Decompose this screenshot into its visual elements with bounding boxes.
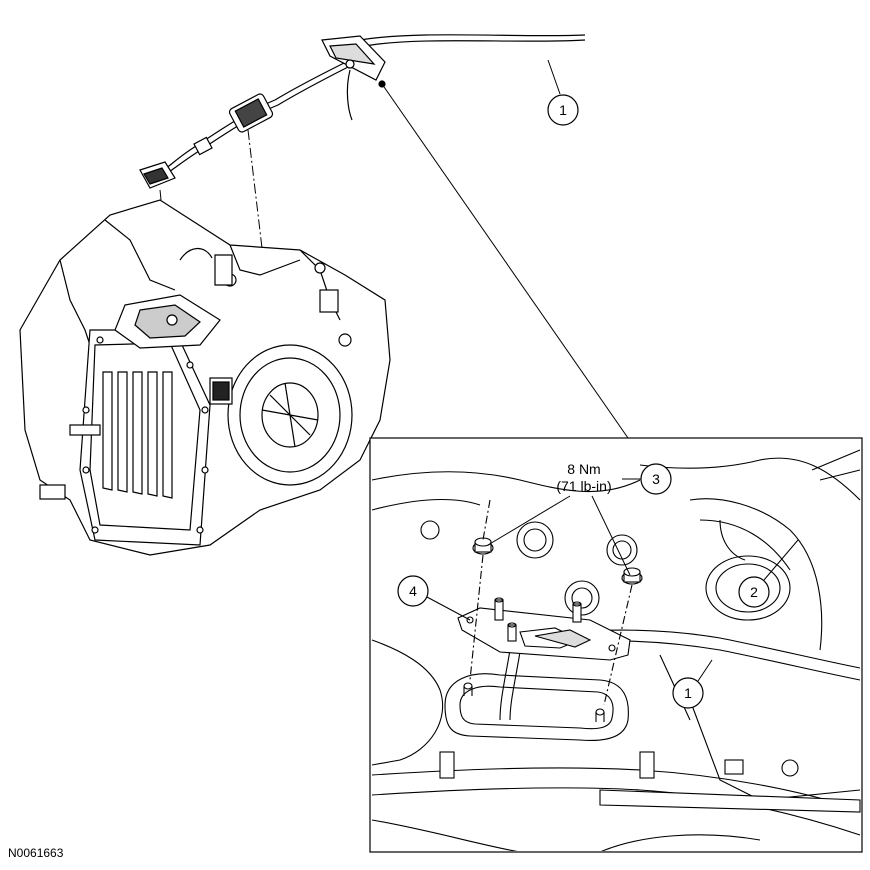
callout-2: 2 (738, 539, 799, 608)
torque-line-2: (71 lb-in) (556, 478, 611, 494)
callout-2-label: 2 (750, 584, 758, 600)
detail-view: 8 Nm (71 lb-in) 3 4 2 1 (369, 437, 863, 853)
cable-adjuster (193, 93, 274, 156)
cable-bracket (321, 35, 386, 88)
callout-1-top-label: 1 (559, 102, 567, 118)
torque-line-1: 8 Nm (567, 461, 600, 477)
callout-3-label: 3 (652, 471, 660, 487)
callout-1-detail: 1 (672, 659, 713, 709)
detail-leader-line (381, 83, 629, 439)
callout-3: 8 Nm (71 lb-in) 3 (487, 461, 672, 576)
figure-reference-id: N0061663 (8, 846, 64, 860)
callout-1-top: 1 (547, 59, 579, 126)
callout-1-detail-label: 1 (684, 685, 692, 701)
callout-4: 4 (397, 575, 471, 621)
callout-4-label: 4 (409, 583, 417, 599)
transaxle-assembly (19, 199, 391, 556)
cable-end (139, 161, 176, 189)
